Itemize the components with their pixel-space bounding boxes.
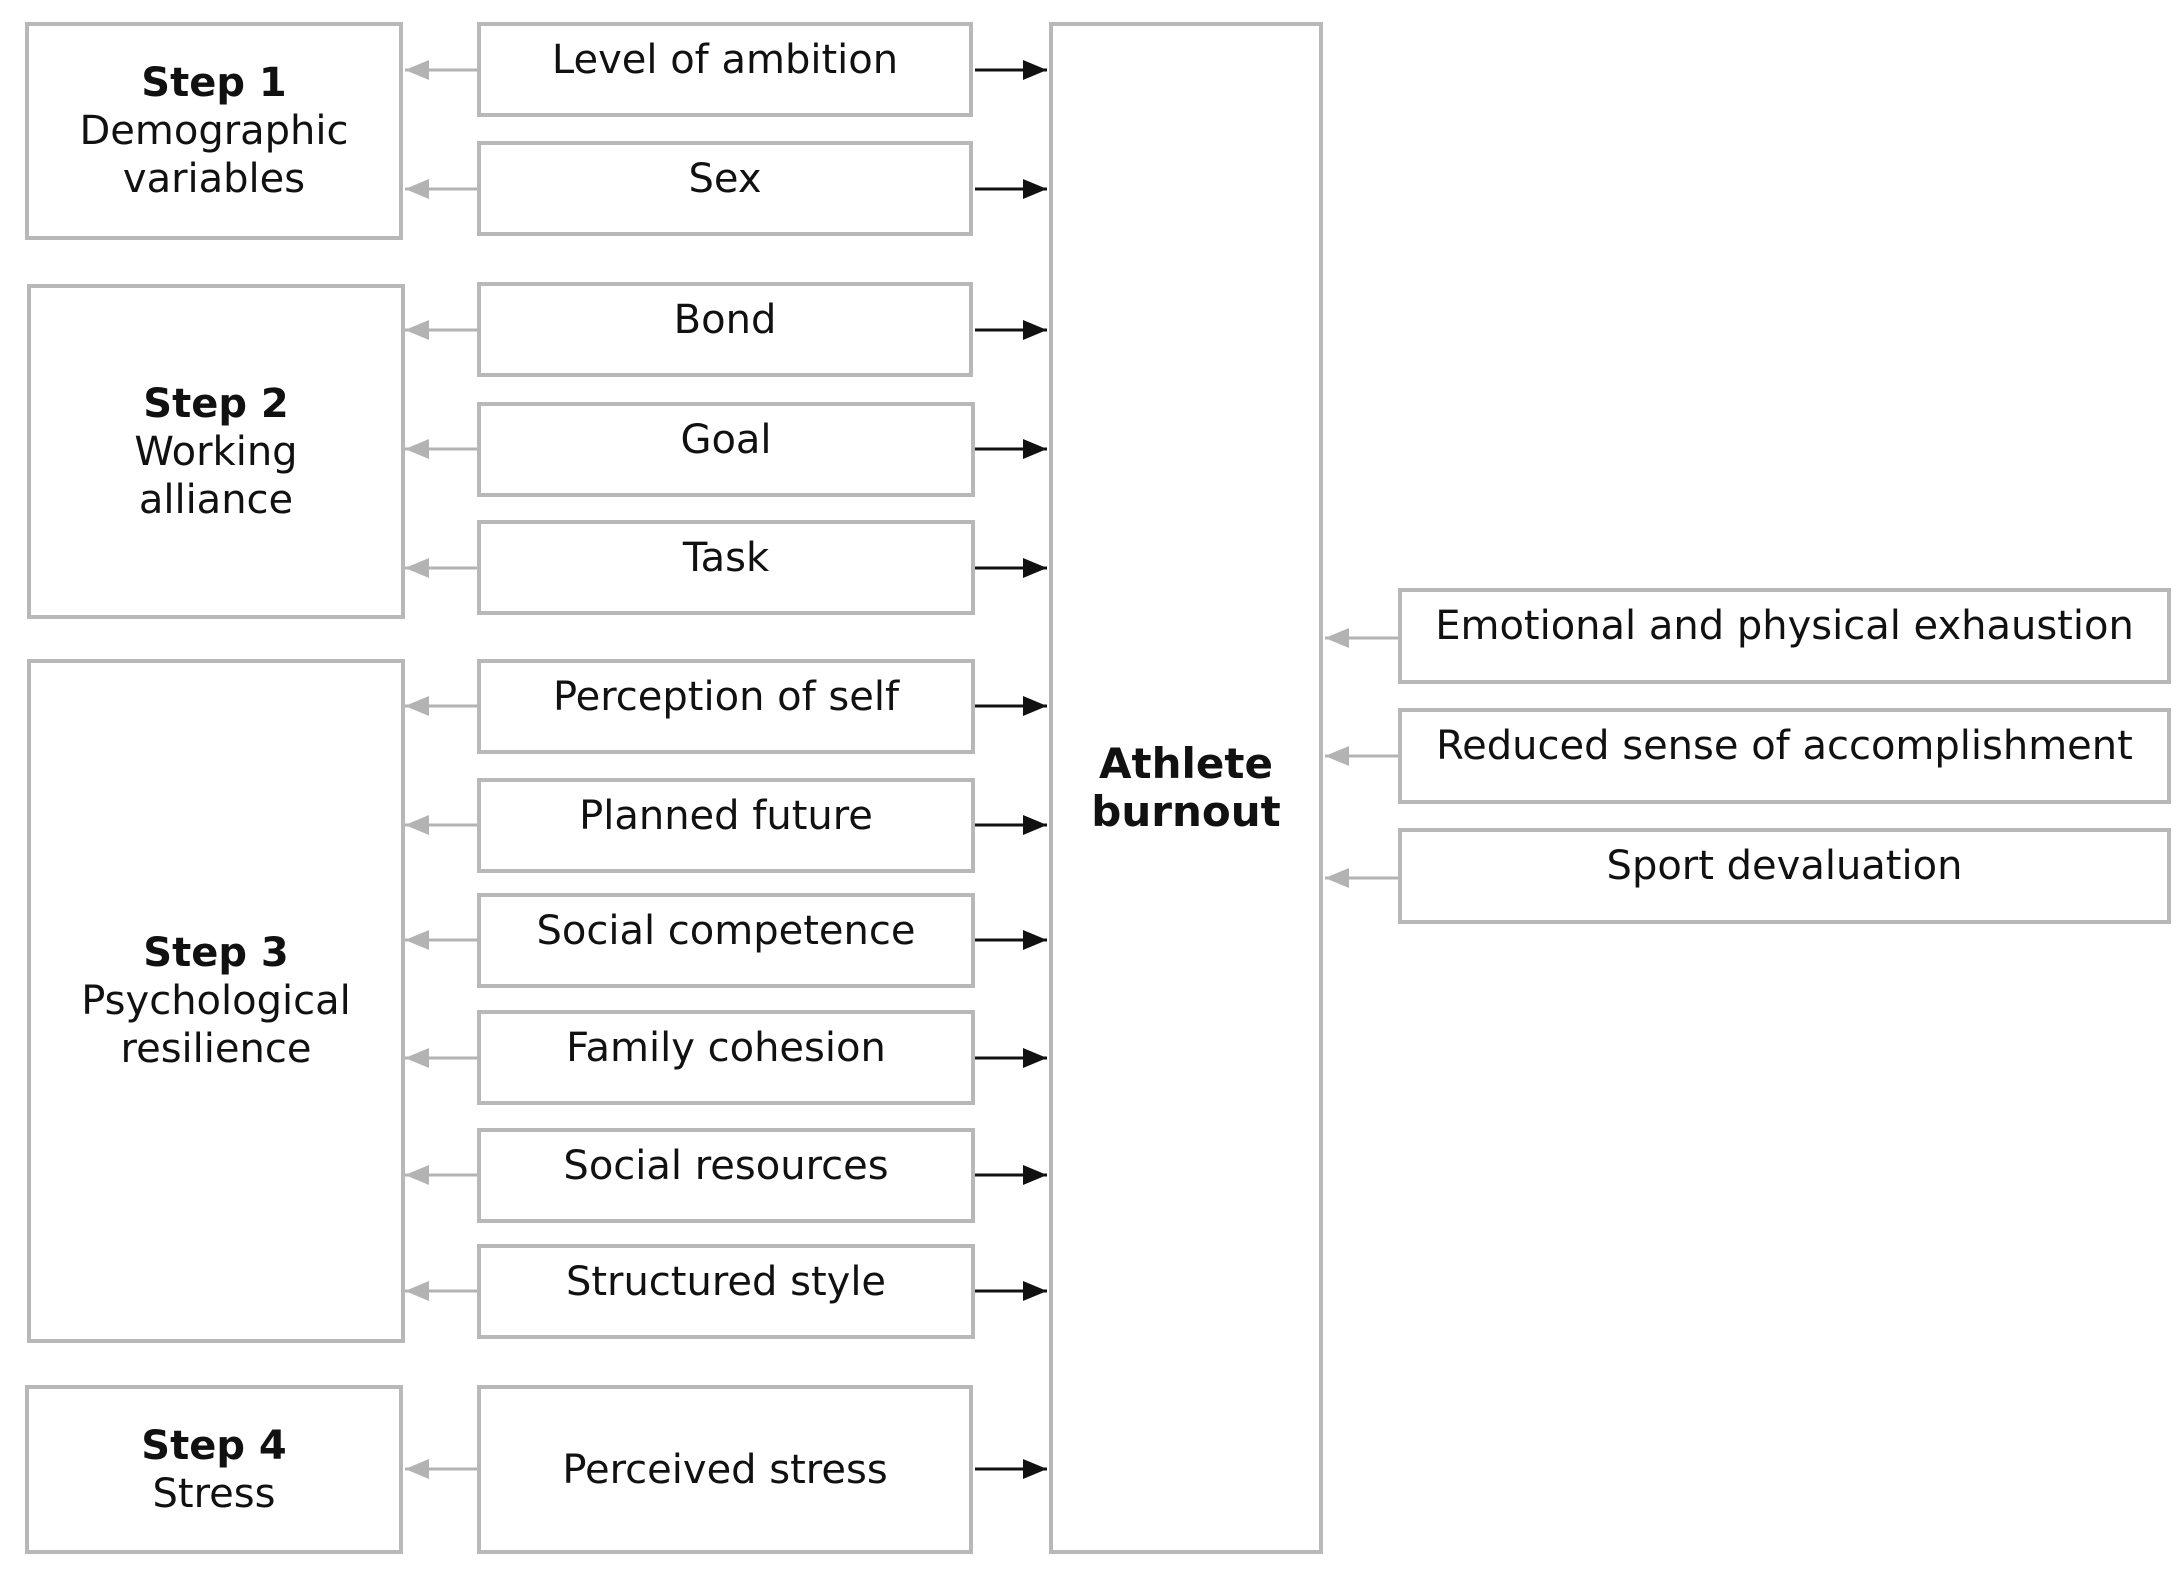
variable-label: Perceived stress (562, 1446, 888, 1493)
variable-label: Goal (680, 417, 772, 463)
dimension-label: Emotional and physical exhaustion (1435, 603, 2134, 649)
variable-box-social-competence: Social competence (477, 893, 975, 988)
variable-box-task: Task (477, 520, 975, 615)
variable-label: Social competence (536, 908, 916, 954)
variable-label: Task (682, 535, 770, 581)
step-2-label-line-1: Working (134, 428, 298, 475)
variable-box-social-resources: Social resources (477, 1128, 975, 1223)
step-2-title: Step 2 (143, 380, 289, 427)
dimension-box-reduced-accomplishment: Reduced sense of accomplishment (1398, 708, 2171, 804)
dimension-label: Reduced sense of accomplishment (1436, 723, 2133, 769)
athlete-burnout-box: Athlete burnout (1049, 22, 1323, 1554)
variable-label: Structured style (565, 1259, 887, 1305)
variable-box-perceived-stress: Perceived stress (477, 1385, 973, 1554)
variable-label: Bond (673, 297, 777, 343)
variable-label: Social resources (563, 1143, 889, 1189)
step-4-title: Step 4 (141, 1422, 287, 1469)
variable-box-bond: Bond (477, 282, 973, 377)
step-1-title: Step 1 (141, 60, 287, 106)
variable-box-goal: Goal (477, 402, 975, 497)
variable-label: Planned future (579, 793, 873, 839)
dimension-box-exhaustion: Emotional and physical exhaustion (1398, 588, 2171, 684)
outcome-label-line-2: burnout (1091, 787, 1281, 836)
variable-box-perception-of-self: Perception of self (477, 659, 975, 754)
variable-box-sex: Sex (477, 141, 973, 236)
variable-box-structured-style: Structured style (477, 1244, 975, 1339)
dimension-label: Sport devaluation (1606, 843, 1963, 889)
step-4-box: Step 4 Stress (25, 1385, 403, 1554)
step-3-box: Step 3 Psychological resilience (27, 659, 405, 1343)
variable-label: Level of ambition (551, 37, 899, 83)
variable-label: Sex (688, 156, 762, 202)
variable-box-planned-future: Planned future (477, 778, 975, 873)
step-1-label-line-1: Demographic (79, 108, 349, 154)
step-1-label-line-2: variables (122, 156, 306, 202)
step-1-box: Step 1 Demographic variables (25, 22, 403, 240)
dimension-box-sport-devaluation: Sport devaluation (1398, 828, 2171, 924)
step-2-box: Step 2 Working alliance (27, 284, 405, 619)
variable-label: Perception of self (552, 674, 900, 720)
step-2-label-line-2: alliance (138, 476, 294, 523)
step-4-label-line-1: Stress (152, 1470, 276, 1517)
variable-box-level-of-ambition: Level of ambition (477, 22, 973, 117)
variable-box-family-cohesion: Family cohesion (477, 1010, 975, 1105)
variable-label: Family cohesion (566, 1025, 886, 1071)
step-3-label-line-1: Psychological (81, 978, 351, 1024)
step-3-title: Step 3 (143, 930, 289, 976)
outcome-label-line-1: Athlete (1099, 739, 1273, 788)
step-3-label-line-2: resilience (120, 1026, 312, 1072)
